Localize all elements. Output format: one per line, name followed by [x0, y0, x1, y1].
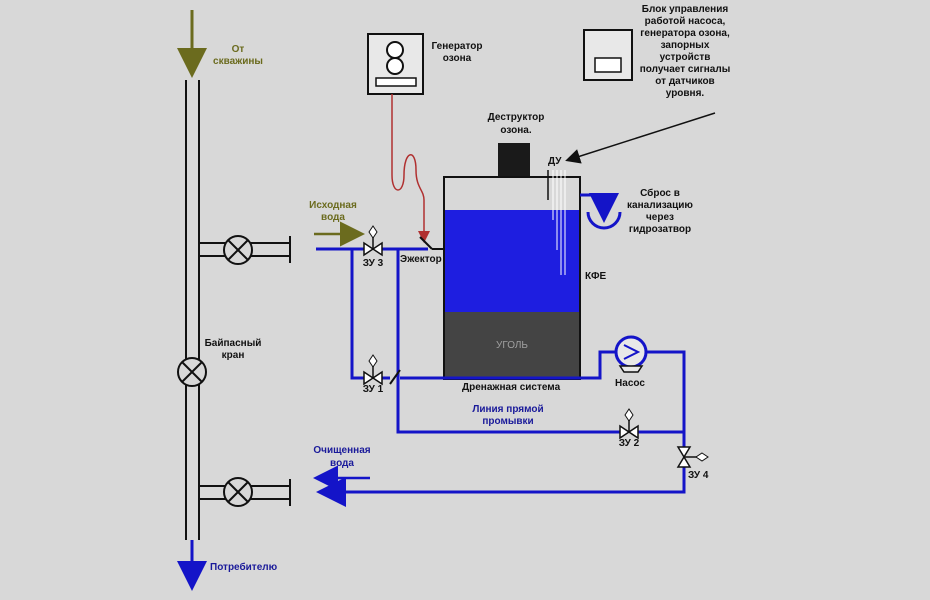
label-drain-3: через	[646, 212, 674, 223]
valve-zu4-icon[interactable]	[676, 446, 709, 468]
label-zu1: ЗУ 1	[363, 384, 384, 395]
level-sensor	[547, 170, 566, 275]
label-control-unit-1: Блок управления	[642, 4, 729, 15]
label-control-unit-8: уровня.	[666, 88, 705, 99]
label-raw-water-1: Исходная	[309, 200, 357, 211]
main-pipe	[185, 80, 200, 540]
label-control-unit-4: запорных	[661, 40, 710, 51]
label-ejector: Эжектор	[400, 254, 442, 265]
label-from-well-2: скважины	[213, 56, 263, 67]
ozone-generator-icon[interactable]	[367, 33, 424, 95]
label-tank: КФЕ	[585, 271, 607, 282]
label-destructor-1: Деструктор	[488, 112, 545, 123]
ozone-destructor-block	[498, 143, 530, 177]
label-destructor-2: озона.	[500, 125, 531, 136]
label-direct-flush-2: промывки	[482, 416, 533, 427]
label-control-unit-7: от датчиков	[655, 76, 714, 87]
valve-zu1-icon[interactable]	[363, 354, 383, 386]
label-from-well-1: От	[232, 44, 245, 55]
label-raw-water-2: вода	[321, 212, 345, 223]
valve-zu3-icon[interactable]	[363, 225, 383, 257]
valve-cross-icon[interactable]	[223, 235, 253, 265]
label-bypass-2: кран	[222, 350, 245, 361]
label-drain-1: Сброс в	[640, 187, 680, 199]
label-drainage-system: Дренажная система	[462, 382, 561, 393]
label-control-unit-2: работой насоса,	[645, 15, 726, 27]
label-ozone-generator-2: озона	[443, 53, 472, 64]
label-direct-flush-1: Линия прямой	[472, 404, 543, 415]
valve-zu2-icon[interactable]	[619, 408, 639, 440]
check-valve	[389, 369, 401, 385]
ozone-line	[391, 94, 430, 243]
pump-icon[interactable]	[614, 335, 648, 373]
label-zu3: ЗУ 3	[363, 258, 384, 269]
control-signal-arrow	[565, 112, 716, 164]
label-clean-water-1: Очищенная	[313, 445, 370, 456]
valve-cross-icon[interactable]	[223, 477, 253, 507]
label-pump: Насос	[615, 378, 645, 389]
label-control-unit-5: устройств	[660, 52, 711, 63]
water-lines	[316, 236, 686, 507]
control-box-icon[interactable]	[583, 29, 633, 81]
label-bypass-1: Байпасный	[205, 338, 262, 349]
label-control-unit-6: получает сигналы	[640, 64, 731, 75]
label-zu4: ЗУ 4	[688, 470, 709, 481]
siphon-icon	[580, 193, 622, 230]
label-coal: УГОЛЬ	[496, 340, 528, 351]
label-drain-2: канализацию	[627, 200, 693, 211]
valve-cross-icon[interactable]	[177, 357, 207, 387]
label-consumer: Потребителю	[210, 561, 278, 573]
label-clean-water-2: вода	[330, 458, 354, 469]
label-zu2: ЗУ 2	[619, 438, 640, 449]
label-drain-4: гидрозатвор	[629, 224, 691, 235]
label-ozone-generator-1: Генератор	[432, 41, 483, 52]
label-level-sensor: ДУ	[548, 156, 562, 167]
label-control-unit-3: генератора озона,	[640, 28, 730, 39]
